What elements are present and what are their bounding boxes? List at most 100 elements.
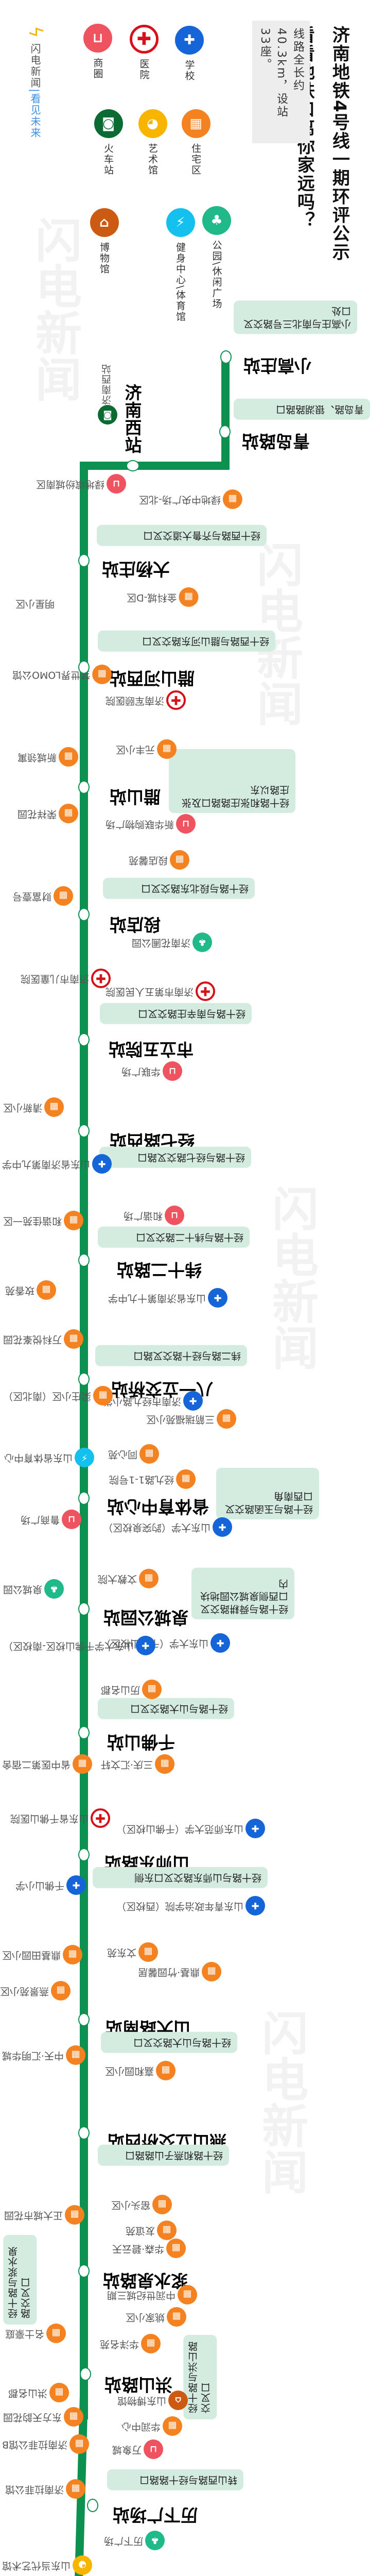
poi: ▦ 省中医第二宿舍	[2, 1754, 93, 1774]
residential-icon: ▦	[44, 1097, 64, 1117]
station-node-lashan[interactable]	[78, 781, 90, 794]
station-location: 经十路与玉函路交叉口西南角	[216, 1468, 319, 1519]
station-node-bayilijiaoqiao[interactable]	[78, 1372, 90, 1386]
poi: ▦ 元丰小区	[116, 739, 177, 759]
station-name: 段店站	[110, 914, 161, 935]
poi: ▦ 鼎基田园小区	[2, 1945, 83, 1964]
residential-icon: ▦	[176, 1469, 196, 1489]
station-node-lashanhexi[interactable]	[78, 660, 90, 674]
residential-icon: ▦	[59, 804, 79, 823]
station-node-quanchenggongyuan[interactable]	[78, 1602, 90, 1616]
station-node-qianfoshan[interactable]	[78, 1726, 90, 1739]
station-node-duandian[interactable]	[78, 908, 90, 921]
poi: ▦ 洪山名郡	[8, 2383, 69, 2402]
hospital-icon: ✚	[130, 25, 159, 54]
station-name: 千佛山站	[107, 1732, 175, 1752]
poi: ✚ 济南市第五人民医院	[106, 981, 216, 1001]
station-node-lixiaguangchang[interactable]	[87, 2499, 98, 2512]
residential-icon: ▦	[157, 739, 177, 759]
residential-icon: ▦	[170, 850, 190, 870]
station-name: 腊山站	[110, 787, 161, 807]
station-node-jinanxi[interactable]	[126, 460, 139, 471]
poi: ✚ 山东青年政治学院（西校区）	[116, 1896, 266, 1916]
station-node-hongshanlu[interactable]	[80, 2367, 91, 2381]
museum-icon: ⌂	[90, 208, 119, 237]
residential-icon: ▦	[142, 1680, 162, 1699]
poi: ✚ 济南市经九路小学	[103, 1391, 203, 1411]
station-node-jiangshuiquanlu[interactable]	[78, 2264, 90, 2278]
station-node-dayangzhuang[interactable]	[78, 554, 90, 567]
art-museum-icon: ◕	[73, 2555, 93, 2575]
metro-line-segment	[80, 462, 230, 470]
residential-icon: ▦	[64, 1211, 84, 1230]
station-node-shandalunan[interactable]	[78, 2013, 90, 2026]
station-location: 小高庄与南北三号路交叉口处	[234, 300, 357, 334]
poi: ▦ 华森·碧云天	[112, 2239, 186, 2258]
poi: ▦ 华润中心	[121, 2416, 183, 2436]
watermark: 闪电新闻	[264, 1185, 318, 1370]
residential-icon: ▦	[166, 2239, 186, 2258]
poi: ✚ 山东大学（趵突泉校区）	[103, 1517, 233, 1537]
station-name: 市立五院站	[109, 1039, 194, 1059]
station-name: 小高庄站	[243, 355, 311, 376]
residential-icon: ▦	[157, 2221, 177, 2240]
station-node-shengtiyuzhongxin[interactable]	[78, 1492, 90, 1505]
park-icon: ♣	[145, 2531, 165, 2550]
residential-icon: ▦	[37, 1280, 57, 1300]
station-node-xiaogaozhuang[interactable]	[220, 350, 232, 364]
station-node-weishierlu[interactable]	[78, 1253, 90, 1267]
residential-icon: ▦	[64, 2407, 84, 2427]
legend-train: ◙ 火车站	[87, 109, 129, 176]
poi: ▦ 梁庄小区（南北区）	[3, 1386, 113, 1405]
shopping-icon: ⊔	[165, 1206, 185, 1225]
residential-icon: ▦	[152, 2195, 172, 2214]
station-node-yanshanlijiaoqiaoxi[interactable]	[78, 2126, 90, 2140]
hospital-icon: ✚	[166, 690, 186, 710]
residential-icon: ▦	[139, 1444, 160, 1464]
station-location: 青岛路、银湖路路口	[234, 399, 370, 420]
poi: ▦ 玫香苑	[5, 1280, 57, 1300]
residential-icon: ▦	[49, 2383, 69, 2402]
poi: ▦ 三箭瑞福苑小区	[146, 1409, 237, 1429]
residential-icon: ▦	[167, 2307, 187, 2327]
residential-icon: ▦	[179, 587, 199, 607]
residential-icon: ▦	[59, 747, 79, 767]
residential-icon: ▦	[54, 886, 74, 906]
station-location: 经十西路与齐鲁大道交叉口	[97, 525, 267, 546]
poi: ⚡ 山东省体育中心	[4, 1448, 95, 1467]
shopping-icon: ⊔	[176, 814, 196, 834]
station-location: 纬二路与经十路交叉路口	[95, 1345, 247, 1366]
train-station-icon: ◙	[94, 109, 123, 138]
school-icon: ✚	[135, 1636, 155, 1655]
poi: ▦ 历山名郡	[101, 1680, 162, 1699]
poi: ✚ 山东省济南第九中学	[2, 1154, 112, 1174]
station-location: 经十路与浆水泉路交叉口	[3, 2235, 37, 2325]
station-location: 经十路与经七路交叉路口	[99, 1147, 251, 1168]
hospital-icon: ✚	[91, 1808, 111, 1828]
station-node-shiliwuyuan[interactable]	[78, 1033, 90, 1046]
poi: ✚ 山东省千佛山医院	[10, 1808, 111, 1828]
poi: ▦ 段店馨苑	[129, 850, 190, 870]
poi: ▦ 经九路1-1号院	[109, 1469, 196, 1489]
station-name: 历下广场站	[113, 2505, 198, 2525]
shopping-icon: ⊔	[144, 2439, 164, 2459]
legend-residential: ▦ 住宅区	[175, 109, 217, 176]
station-location: 经十路与纬十二路交叉口	[98, 1227, 250, 1248]
station-node-qingdaolu[interactable]	[219, 425, 231, 438]
station-location: 经十路和燕子山路路口	[98, 2145, 229, 2166]
legend-hospital: ✚ 医院	[130, 25, 159, 80]
residential-icon: ▦	[64, 1329, 84, 1349]
poi: ▦ 荣祥花园	[17, 804, 79, 823]
school-icon: ✚	[92, 1154, 112, 1174]
station-name: 省体育中心站	[107, 1497, 209, 1517]
school-icon: ✚	[66, 1875, 86, 1895]
station-node-jingqiluxi[interactable]	[78, 1124, 90, 1138]
station-node-shanshidonglu[interactable]	[78, 1848, 90, 1861]
station-location: 经十路与山大路交叉口	[101, 2032, 237, 2053]
poi: ▦ 绿地中央广场-北区	[139, 489, 242, 509]
poi: ◕ 山东当代艺术馆	[2, 2555, 93, 2575]
station-location: 经十路与段北东路交叉口	[103, 878, 255, 899]
poi: ▦ 梦世界LOMO公馆	[12, 665, 112, 684]
legend-fitness: ⚡ 健身中心\体育馆	[132, 208, 229, 322]
museum-icon: ⌂	[168, 2391, 188, 2410]
